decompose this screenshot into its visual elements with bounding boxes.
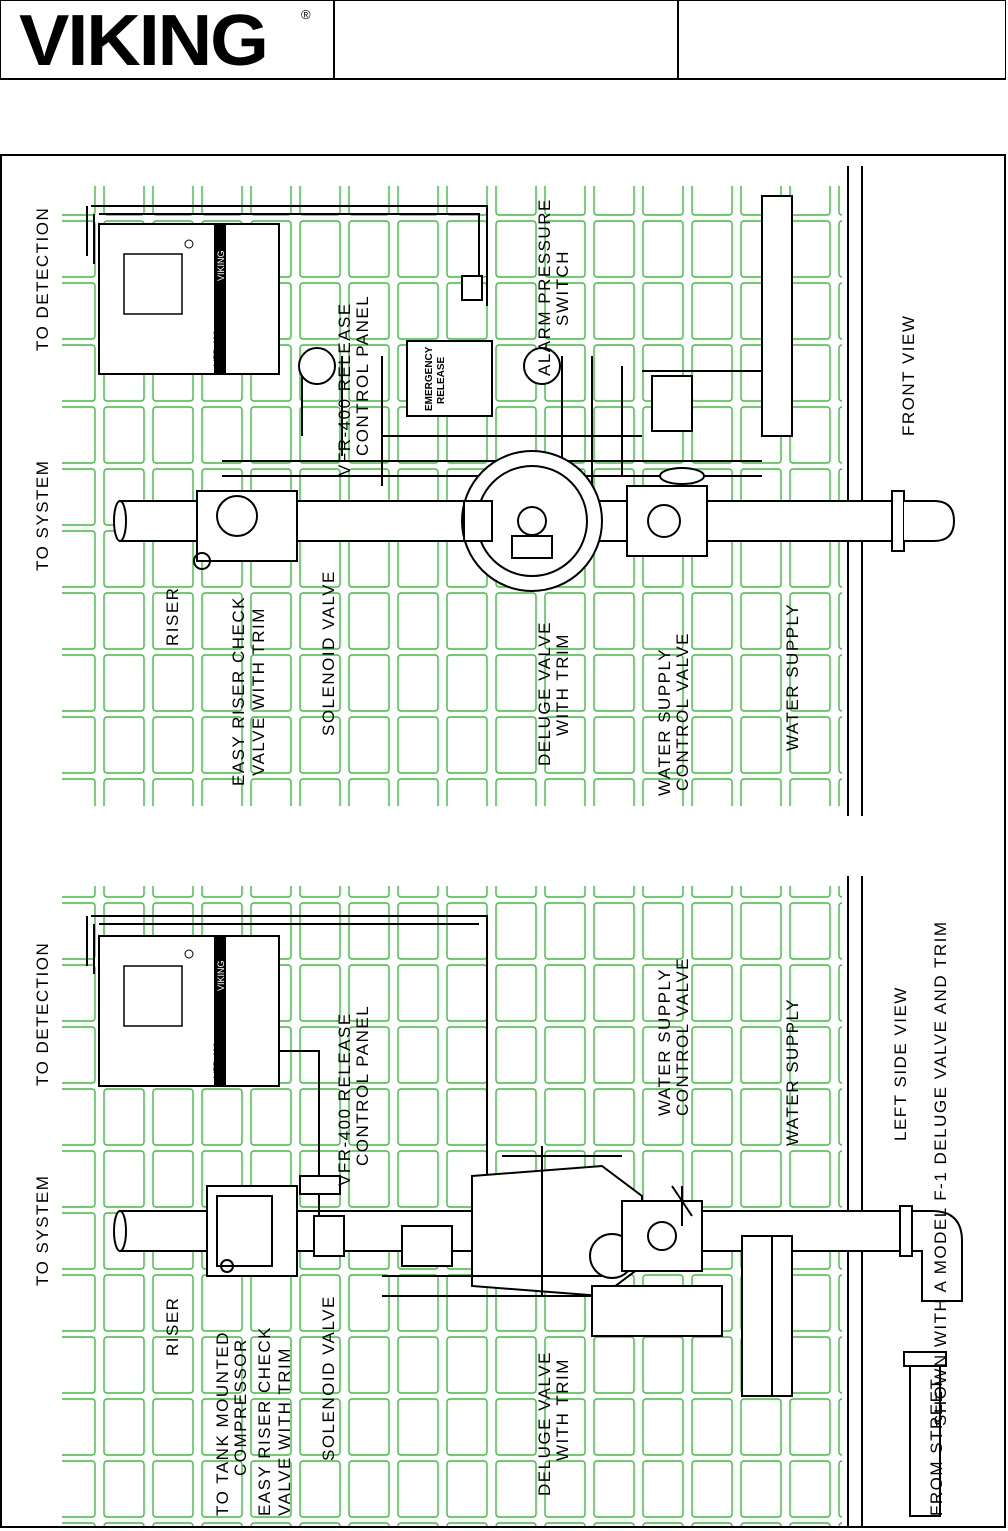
label-deluge-left-2: WITH TRIM bbox=[553, 1358, 572, 1461]
label-shown-with: SHOWN WITH A MODEL F-1 DELUGE VALVE AND … bbox=[931, 920, 950, 1426]
emergency-release-2: RELEASE bbox=[436, 356, 447, 404]
label-deluge-front-2: WITH TRIM bbox=[553, 633, 572, 736]
label-deluge-front-1: DELUGE VALVE bbox=[535, 621, 554, 766]
label-deluge-left-1: DELUGE VALVE bbox=[535, 1351, 554, 1496]
label-to-tank-2: COMPRESSOR bbox=[231, 1338, 250, 1476]
label-vfr-left-2: CONTROL PANEL bbox=[353, 1005, 372, 1166]
label-alarm-1: ALARM PRESSURE bbox=[535, 198, 554, 376]
label-to-tank-1: TO TANK MOUNTED bbox=[213, 1331, 232, 1516]
label-alarm-2: SWITCH bbox=[553, 250, 572, 326]
viking-logo: VIKING bbox=[19, 1, 269, 81]
label-to-detection-front: TO DETECTION bbox=[33, 207, 52, 351]
label-water-supply-left: WATER SUPPLY bbox=[783, 998, 802, 1146]
water-supply-control-valve-front bbox=[626, 467, 708, 557]
label-solenoid-front: SOLENOID VALVE bbox=[319, 570, 338, 736]
label-ws-control-left-2: CONTROL VALVE bbox=[673, 957, 692, 1116]
logo-area: VIKING ® bbox=[1, 1, 335, 81]
panel-model-front: VFR 400 bbox=[212, 330, 222, 366]
control-panel-left: VIKING VFR 400 bbox=[86, 915, 488, 1231]
label-to-system-front: TO SYSTEM bbox=[33, 460, 52, 571]
label-to-detection-left: TO DETECTION bbox=[33, 942, 52, 1086]
label-riser-front: RISER bbox=[163, 587, 182, 646]
label-ws-control-front-2: CONTROL VALVE bbox=[673, 632, 692, 791]
label-to-system-left: TO SYSTEM bbox=[33, 1175, 52, 1286]
label-left-side-view: LEFT SIDE VIEW bbox=[891, 986, 910, 1141]
header-middle-cell bbox=[335, 1, 679, 79]
left-side-view: VIKING VFR 400 T bbox=[33, 876, 963, 1526]
diagram-frame: VIKING VFR 400 T bbox=[0, 154, 1006, 1528]
label-water-supply-front: WATER SUPPLY bbox=[783, 603, 802, 751]
label-easy-riser-left-1: EASY RISER CHECK bbox=[255, 1326, 274, 1516]
label-from-street: FROM STREET bbox=[927, 1378, 946, 1516]
panel-brand-left: VIKING bbox=[216, 960, 226, 991]
label-easy-riser-front-2: VALVE WITH TRIM bbox=[249, 607, 268, 776]
control-panel-front: VIKING VFR 400 bbox=[86, 205, 488, 375]
label-ws-control-front-1: WATER SUPPLY bbox=[655, 648, 674, 796]
label-easy-riser-front-1: EASY RISER CHECK bbox=[229, 596, 248, 786]
page-header: VIKING ® bbox=[0, 0, 1006, 81]
panel-model-left: VFR 400 bbox=[212, 1042, 222, 1078]
label-ws-control-left-1: WATER SUPPLY bbox=[655, 968, 674, 1116]
easy-riser-check-valve-front bbox=[193, 490, 298, 570]
front-view: VIKING VFR 400 EMERGENCY RELEASE bbox=[33, 166, 956, 816]
label-vfr-front-1: VFR-400 RELEASE bbox=[335, 302, 354, 476]
easy-riser-check-valve-left bbox=[206, 1185, 298, 1277]
registered-mark: ® bbox=[301, 7, 311, 22]
label-riser-left: RISER bbox=[163, 1297, 182, 1356]
label-vfr-front-2: CONTROL PANEL bbox=[353, 295, 372, 456]
installation-diagram: VIKING VFR 400 T bbox=[33, 166, 963, 1526]
panel-brand-front: VIKING bbox=[216, 250, 226, 281]
label-front-view: FRONT VIEW bbox=[899, 315, 918, 436]
emergency-release-1: EMERGENCY bbox=[424, 346, 435, 411]
label-vfr-left-1: VFR-400 RELEASE bbox=[335, 1012, 354, 1186]
solenoid-valve-left bbox=[299, 1175, 345, 1257]
label-easy-riser-left-2: VALVE WITH TRIM bbox=[275, 1347, 294, 1516]
deluge-valve-left bbox=[382, 1146, 793, 1397]
deluge-valve-front bbox=[461, 450, 603, 592]
label-solenoid-left: SOLENOID VALVE bbox=[319, 1295, 338, 1461]
trim-piping-front: EMERGENCY RELEASE bbox=[298, 275, 763, 486]
